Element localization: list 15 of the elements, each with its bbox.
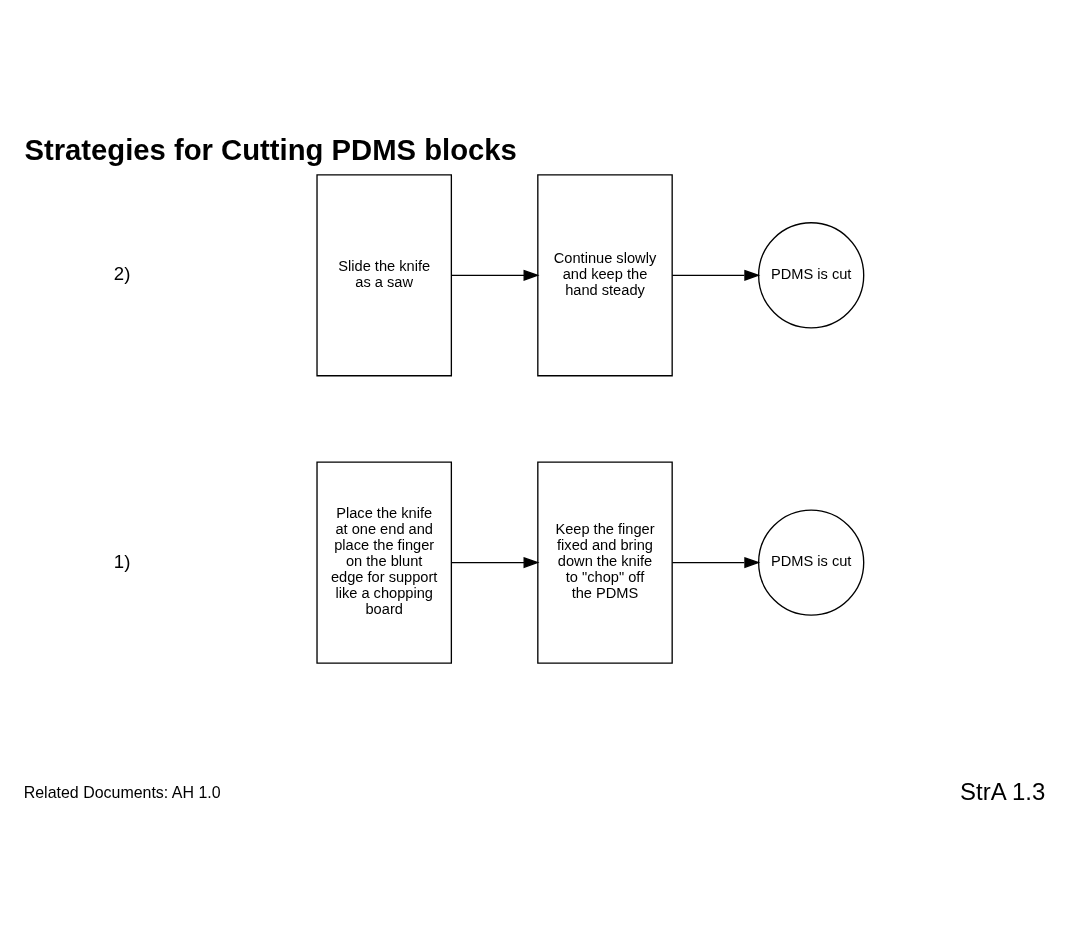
node-circle: PDMS is cut xyxy=(757,509,865,616)
diagram-title: Strategies for Cutting PDMS blocks xyxy=(24,133,517,166)
node-box: Keep the finger fixed and bring down the knife to "chop" off the PDMS xyxy=(537,461,673,664)
node-box: Slide the knife as a saw xyxy=(316,174,453,377)
arrow xyxy=(671,557,761,569)
arrow xyxy=(671,269,761,281)
node-circle: PDMS is cut xyxy=(757,222,865,329)
label: StrA 1.3 xyxy=(960,777,1046,805)
label: Related Documents: AH 1.0 xyxy=(23,784,221,802)
label: 1) xyxy=(113,550,131,572)
arrow xyxy=(450,557,540,569)
label: 2) xyxy=(113,263,131,285)
node-box: Place the knife at one end and place the finger on the blunt edge for support like a chopping board xyxy=(316,461,453,664)
arrow xyxy=(450,269,540,281)
node-box: Continue slowly and keep the hand steady xyxy=(537,174,673,377)
